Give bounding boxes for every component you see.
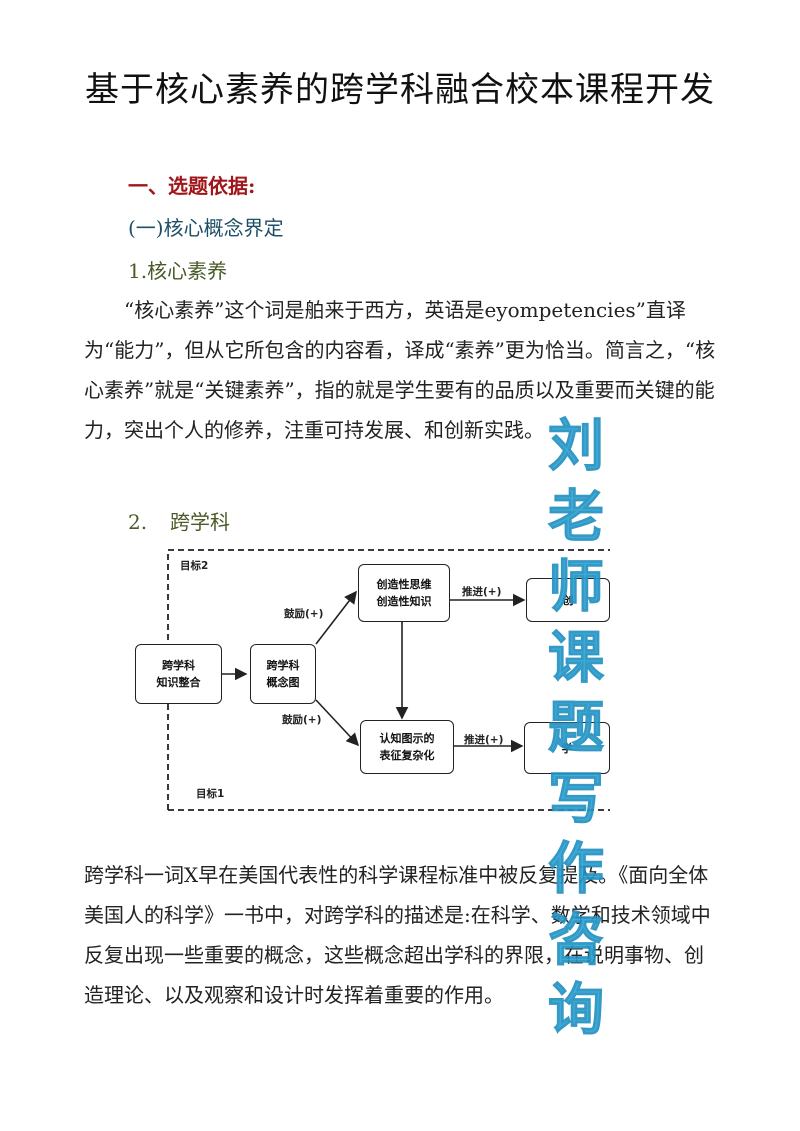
- box-concept-map: 跨学科 概念图: [250, 644, 316, 704]
- watermark-char: 题: [548, 696, 605, 762]
- interdisciplinary-diagram: 目标2 目标1 跨学科 知识整合 跨学科 概念图 创造性思维 创造性知识 认知图…: [120, 540, 610, 820]
- watermark-char: 老: [548, 484, 605, 550]
- paragraph-core-literacy: “核心素养”这个词是舶来于西方，英语是eyompetencies”直译为“能力”…: [84, 298, 716, 442]
- watermark-char: 咨: [548, 907, 605, 973]
- item-heading-core-literacy: 1.核心素养: [128, 259, 228, 283]
- goal1-label: 目标1: [196, 788, 225, 800]
- box-right-top: 创: [526, 578, 610, 622]
- label-promote-top: 推进(+): [462, 586, 502, 598]
- label-encourage-bottom: 鼓励(+): [282, 714, 322, 726]
- section-heading: 一、选题依据:: [128, 174, 256, 198]
- subsection-heading: (一)核心概念界定: [128, 216, 284, 240]
- watermark-char: 刘: [548, 414, 605, 480]
- watermark-char: 作: [548, 837, 605, 903]
- document-title: 基于核心素养的跨学科融合校本课程开发: [85, 70, 715, 110]
- arrow-map-to-cognitive: [315, 699, 360, 747]
- paragraph-interdisciplinary: 跨学科一词X早在美国代表性的科学课程标准中被反复提及。《面向全体美国人的科学》一…: [84, 863, 711, 1007]
- watermark-char: 询: [548, 978, 605, 1044]
- diagram-lines: [167, 549, 610, 811]
- label-encourage-top: 鼓励(+): [284, 608, 324, 620]
- watermark-char: 写: [548, 766, 605, 832]
- arrow-map-to-creative: [315, 590, 357, 645]
- box-cognitive-representation: 认知图示的 表征复杂化: [360, 720, 454, 774]
- watermark-char: 课: [548, 625, 605, 691]
- box-creative-thinking: 创造性思维 创造性知识: [358, 564, 450, 622]
- item-heading-interdisciplinary: 2. 跨学科: [128, 506, 230, 535]
- watermark: 刘 老 师 课 题 写 作 咨 询: [541, 412, 611, 1047]
- box-knowledge-integration: 跨学科 知识整合: [135, 644, 222, 704]
- label-promote-bottom: 推进(+): [464, 734, 504, 746]
- dashed-frame: [167, 549, 610, 811]
- goal2-label: 目标2: [180, 560, 209, 572]
- item-label: 跨学科: [170, 510, 230, 534]
- watermark-char: 师: [548, 555, 605, 621]
- item-number: 2.: [128, 510, 148, 534]
- box-right-bottom: 学: [524, 722, 610, 774]
